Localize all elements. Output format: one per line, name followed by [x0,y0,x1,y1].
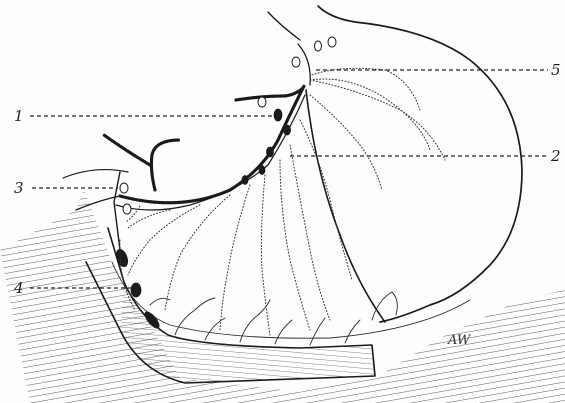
stomach-outline [63,6,522,322]
lesser-curvature-chain [104,86,304,203]
node-open-6 [258,97,266,107]
node-open-5 [328,37,336,47]
node-1 [274,109,282,121]
label-1: 1 [14,107,24,125]
node-4 [259,166,265,175]
node-3 [267,147,274,157]
label-4: 4 [13,279,24,297]
node-open-3 [292,57,300,67]
label-5: 5 [551,61,561,79]
node-7 [131,283,141,297]
node-open-2 [123,204,131,214]
fine-vessels [150,292,397,345]
node-5 [242,176,248,185]
node-2 [284,125,291,135]
label-3: 3 [14,179,24,197]
node-open-1 [120,183,128,193]
label-2: 2 [550,147,561,165]
artist-signature: AW [447,333,472,348]
lymph-nodes [114,37,336,330]
node-open-4 [315,41,322,51]
